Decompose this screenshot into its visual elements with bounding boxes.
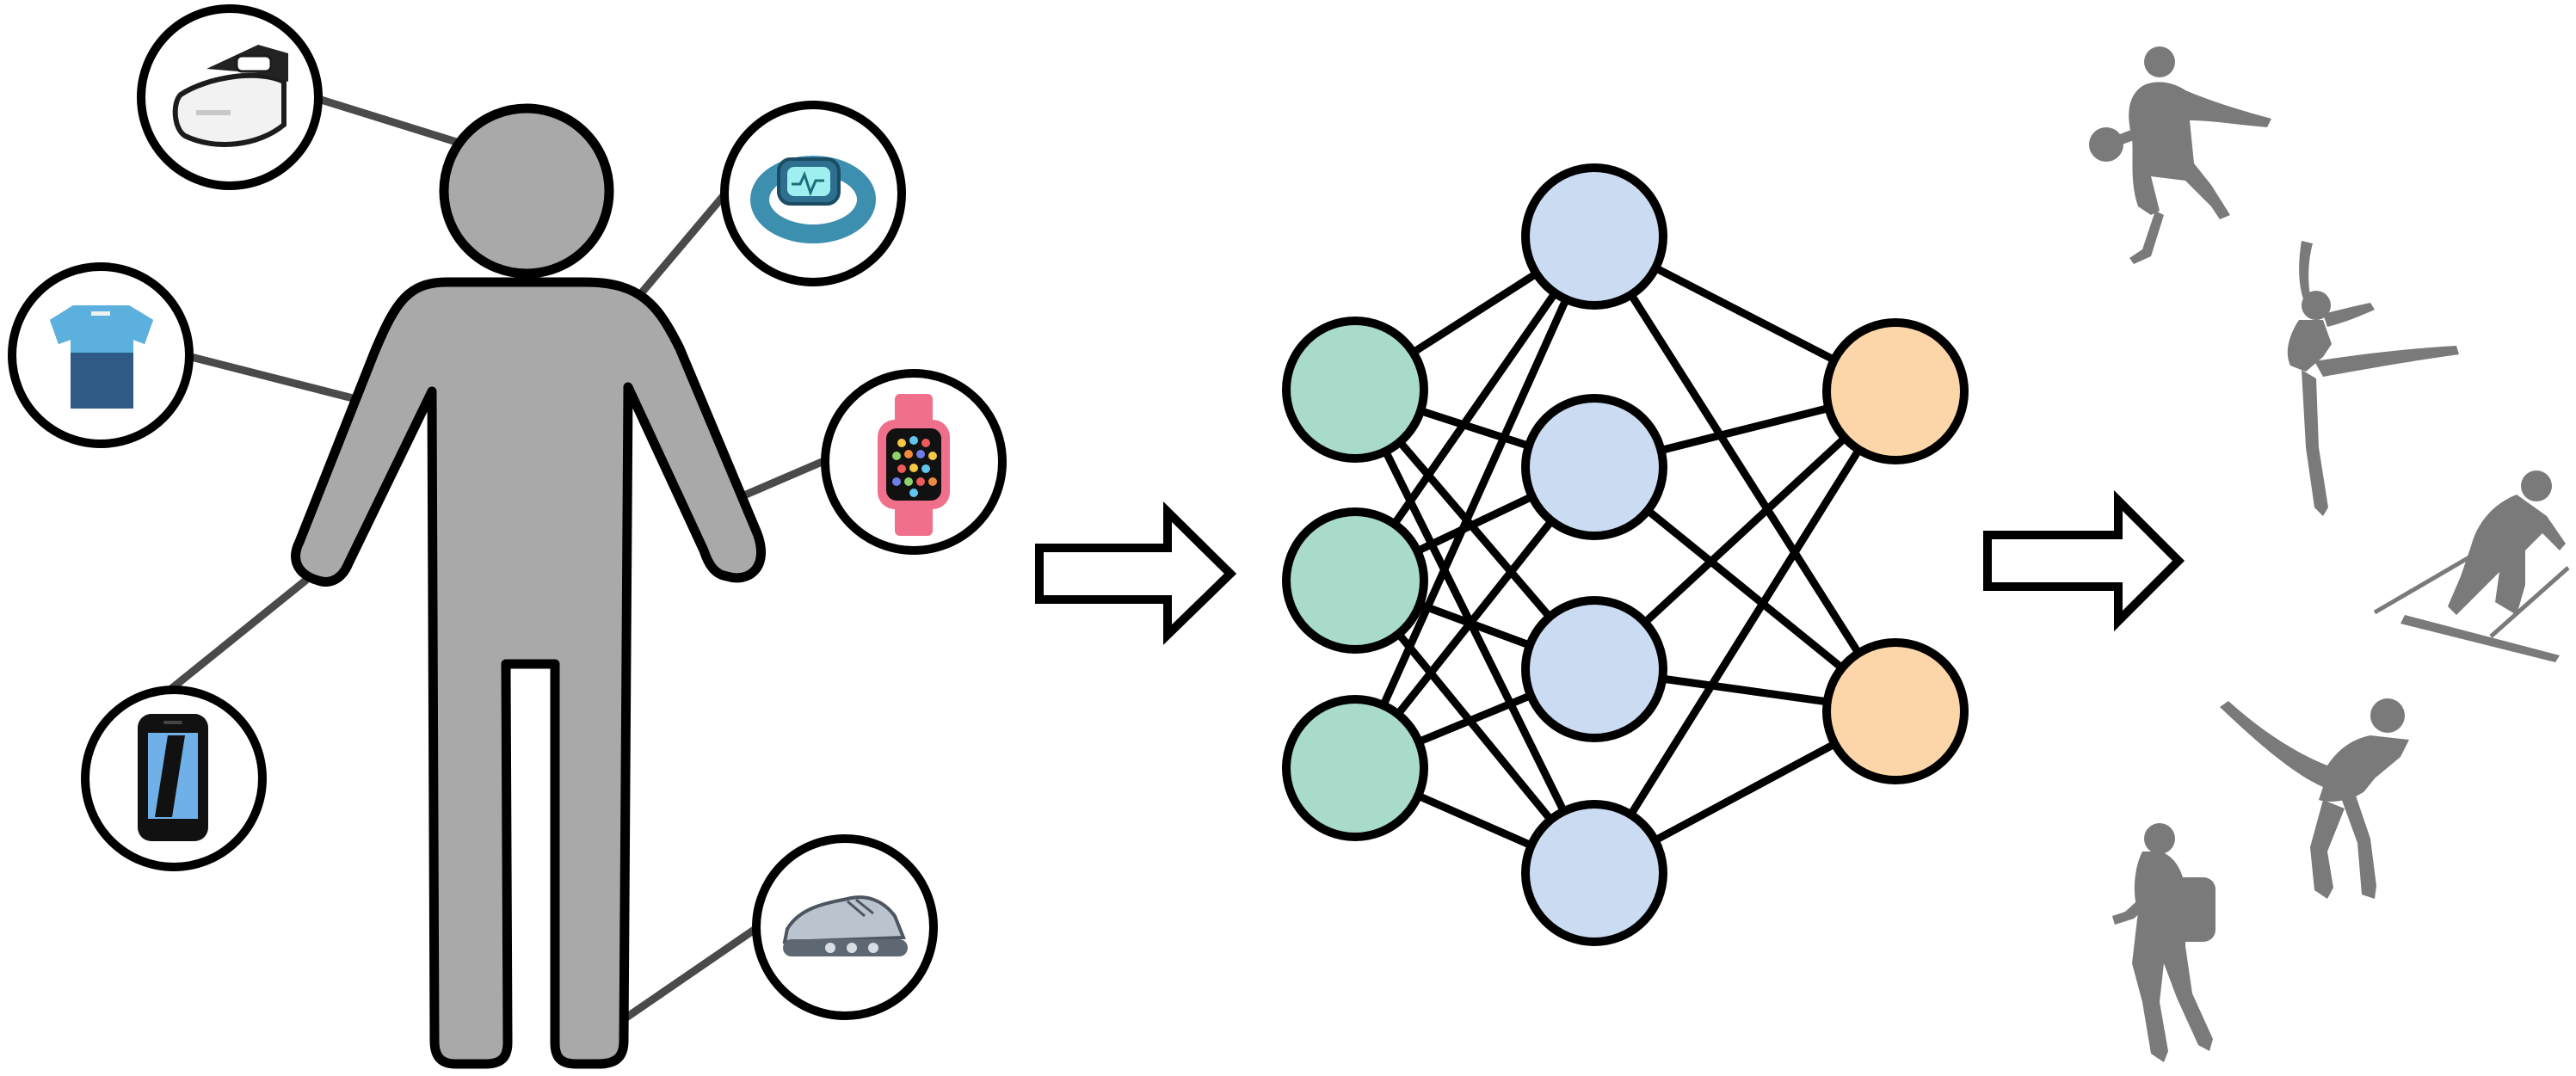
connector-smart-shirt: [187, 353, 364, 404]
smartphone-icon: [138, 714, 208, 841]
sensor-vr-headset: [137, 4, 323, 190]
sensor-smart-shoe: [752, 834, 938, 1020]
connector-smartwatch: [736, 456, 830, 501]
input-node-2: [1282, 507, 1428, 654]
sensor-smart-shirt: [8, 262, 194, 448]
hidden-node-1: [1521, 163, 1667, 310]
connector-smartphone: [168, 576, 310, 692]
activity-silhouettes: [2089, 46, 2570, 1062]
sensor-connectors: [168, 95, 830, 1024]
edge-l1n3-l2n1: [1351, 235, 1599, 770]
sensor-smartwatch: [821, 369, 1007, 555]
edge-l1n1-l2n4: [1351, 388, 1599, 875]
hidden-node-3: [1521, 596, 1667, 742]
input-node-1: [1282, 317, 1428, 463]
edge-l2n4-l3n1: [1591, 389, 1899, 876]
arrow-to-activities: [1983, 489, 2185, 632]
connector-smart-shoe: [619, 925, 760, 1024]
skier-icon: [2373, 470, 2570, 662]
person-body: [291, 277, 766, 1069]
hidden-node-2: [1521, 394, 1667, 540]
smartwatch-icon: [878, 394, 950, 536]
neural-network: [1282, 163, 1969, 946]
ballet-dancer-icon: [2287, 241, 2459, 516]
network-edges: [1351, 232, 1899, 877]
fitness-band-icon: [750, 156, 876, 243]
output-node-2: [1822, 638, 1969, 784]
edge-l2n1-l3n2: [1591, 234, 1899, 714]
person-figure: [291, 103, 766, 1069]
connector-vr-headset: [314, 95, 469, 149]
karate-kick-icon: [2220, 698, 2409, 899]
sensor-smartphone: [81, 686, 267, 871]
network-nodes: [1282, 163, 1969, 946]
output-node-1: [1822, 318, 1969, 464]
shirt-icon: [50, 305, 153, 409]
input-node-3: [1282, 695, 1428, 841]
vr-headset-icon: [172, 45, 288, 147]
person-head: [439, 103, 614, 279]
arrow-to-network: [1035, 501, 1237, 645]
basketball-player-icon: [2089, 46, 2271, 264]
sneaker-icon: [782, 895, 908, 956]
hidden-node-4: [1521, 800, 1667, 946]
sensor-fitness-band: [720, 101, 906, 286]
hiker-icon: [2112, 823, 2215, 1062]
